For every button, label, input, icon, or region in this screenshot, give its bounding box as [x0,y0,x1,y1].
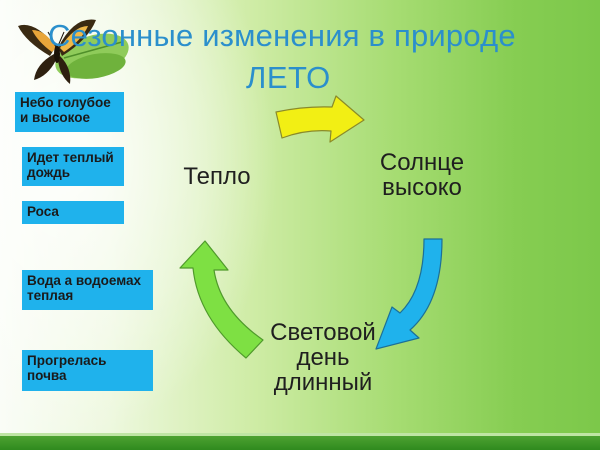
sign-box-soil: Прогрелась почва [22,350,153,391]
sign-text-line: почва [27,368,67,383]
sign-box-sky: Небо голубое и высокое [15,92,124,132]
cycle-node-warmth: Тепло [170,164,264,189]
arrow-right-blue [375,238,443,350]
node-text-line: день [296,344,350,371]
sign-text-line: Небо голубое [20,95,111,110]
sign-text-line: дождь [27,165,71,180]
sign-text-line: теплая [27,288,74,303]
sign-text-line: и высокое [20,110,90,125]
node-text-line: Тепло [183,163,251,190]
node-text-line: Световой [270,319,376,346]
sign-text-line: Роса [27,204,59,219]
cycle-node-sun: Солнце высоко [364,150,480,200]
title-season: ЛЕТО [246,60,331,95]
butterfly-icon [18,19,129,84]
node-text-line: длинный [273,369,373,396]
title-line-1: Сезонные изменения в природе [48,18,516,53]
sign-text-line: Идет теплый [27,150,114,165]
bottom-bar [0,433,600,450]
cycle-node-daylight: Световой день длинный [256,320,390,395]
sign-text-line: Прогрелась [27,353,107,368]
node-text-line: высоко [382,174,462,201]
sign-box-rain: Идет теплый дождь [22,147,124,186]
sign-box-water: Вода а водоемах теплая [22,270,153,310]
node-text-line: Солнце [379,149,465,176]
sign-box-dew: Роса [22,201,124,224]
arrow-left-green [179,240,264,359]
arrow-top-yellow [275,95,365,143]
sign-text-line: Вода а водоемах [27,273,142,288]
